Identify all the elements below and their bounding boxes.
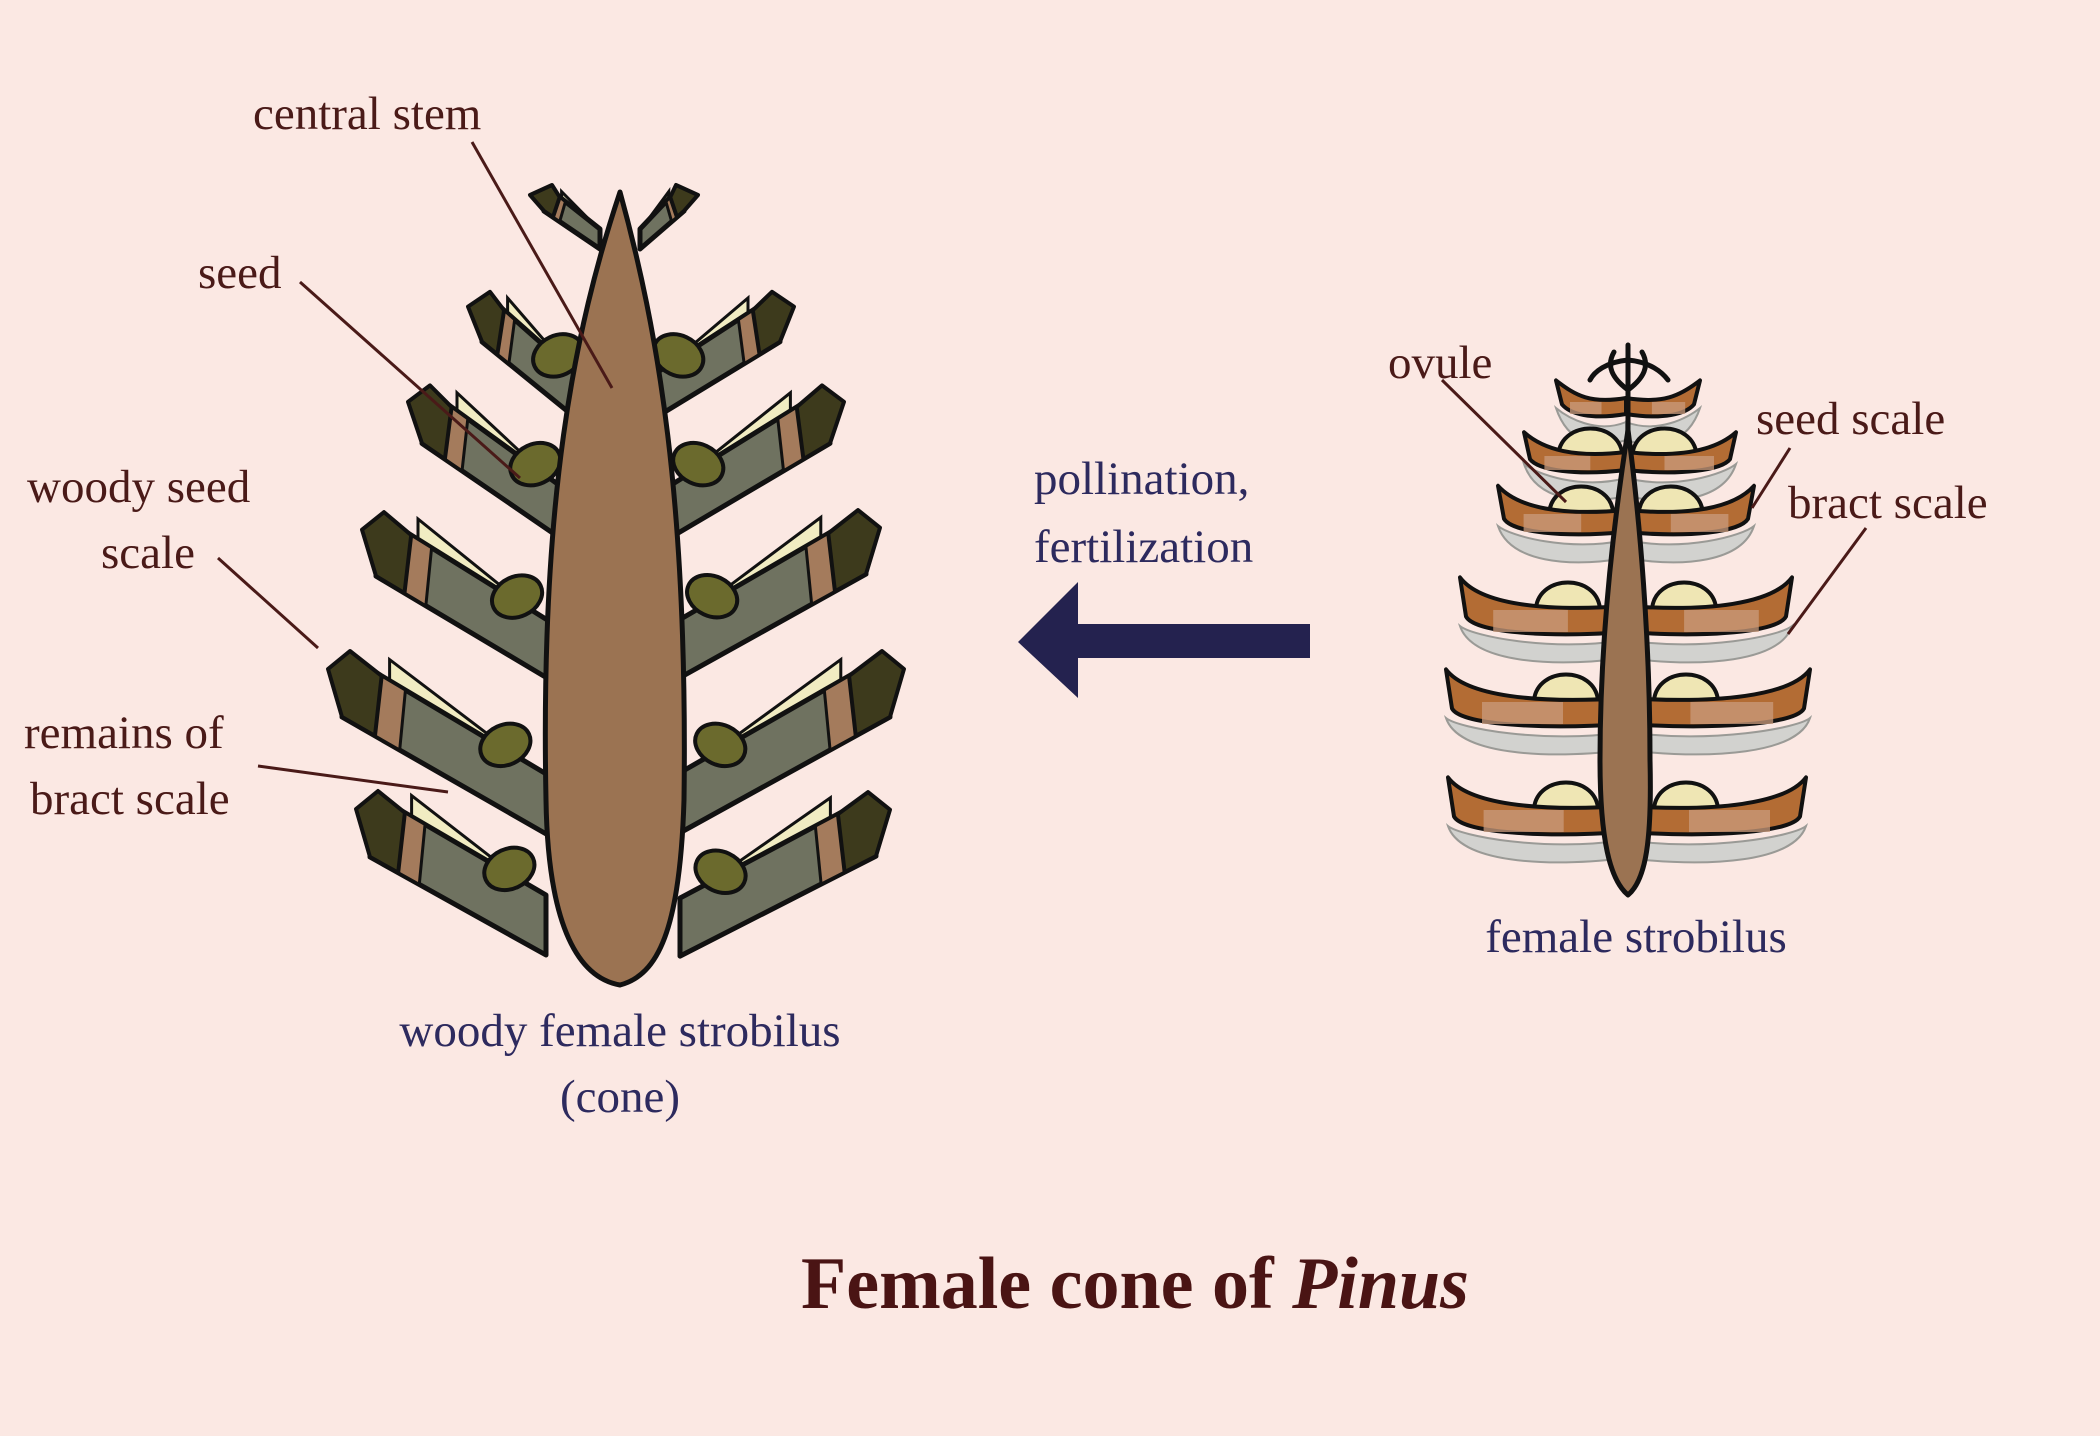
bract-scale (1443, 714, 1627, 756)
seed (693, 721, 748, 769)
label-woody-seed-scale-line2: scale (101, 527, 195, 579)
seed-scale (1444, 667, 1628, 729)
bract-scale (1457, 622, 1627, 664)
woody-seed-scale (360, 510, 557, 685)
woody-seed-scale (661, 383, 846, 544)
bract-scale (1625, 822, 1809, 864)
label-fertilization: fertilization (1034, 521, 1253, 573)
seed-scale (1624, 667, 1812, 729)
bract-scale (1625, 622, 1795, 664)
ovule (1649, 580, 1719, 610)
leader-woody-seed-scale (216, 556, 320, 650)
label-pollination: pollination, (1034, 453, 1249, 505)
bract-scale (1625, 522, 1757, 564)
woody-seed-scale (326, 649, 551, 838)
label-ovule: ovule (1388, 337, 1492, 389)
ovule (1546, 484, 1616, 514)
caption-female-strobilus: female strobilus (1485, 911, 1787, 963)
seed (685, 572, 740, 620)
woody-seed-scale (649, 289, 796, 423)
left-arrow-icon (1018, 582, 1310, 698)
leader-seed (299, 280, 521, 480)
woody-cone-scales (326, 183, 906, 959)
bract-scale (1495, 522, 1627, 564)
leader-bract-scale (1786, 527, 1868, 635)
label-central-stem: central stem (253, 88, 481, 140)
ovule (1531, 672, 1601, 702)
label-seed: seed (198, 247, 282, 299)
seed-scale (1624, 775, 1808, 837)
cone-leader-lines (216, 141, 614, 794)
leader-central-stem (470, 141, 614, 389)
label-seed-scale: seed scale (1756, 393, 1945, 445)
ovule (1556, 426, 1625, 456)
seed-scale (1624, 426, 1738, 475)
woody-seed-scale (406, 383, 568, 544)
central-stem (542, 189, 687, 988)
diagram-title: Female cone of Pinus (801, 1243, 1469, 1325)
caption-woody-strobilus: woody female strobilus (399, 1005, 840, 1057)
ovule (1533, 580, 1603, 610)
seed (478, 721, 533, 769)
ovule (1531, 780, 1601, 810)
seed-scale (1554, 378, 1628, 419)
woody-seed-scale (637, 183, 700, 252)
seed (482, 845, 537, 893)
caption-cone: (cone) (560, 1071, 680, 1123)
seed-scale (1624, 483, 1756, 537)
leader-seed-scale (1750, 447, 1792, 509)
label-remains-bract-line1: remains of (24, 707, 224, 759)
leader-remains-bract-scale (257, 764, 449, 794)
seed-scale (1624, 378, 1702, 419)
label-bract-scale: bract scale (1788, 477, 1988, 529)
seed (671, 440, 726, 488)
seed-scale (1624, 575, 1794, 637)
bract-scale (1445, 822, 1627, 864)
label-remains-bract-line2: bract scale (30, 773, 230, 825)
ovule (1651, 780, 1721, 810)
label-woody-seed-scale-line1: woody seed (27, 461, 250, 513)
seed-scale (1458, 575, 1628, 637)
title-main: Female cone of (801, 1243, 1292, 1325)
woody-seed-scale (673, 649, 906, 838)
seed (693, 848, 748, 895)
woody-seed-scale (677, 790, 892, 959)
strobilus-tip (1587, 342, 1671, 443)
seed-scale (1496, 483, 1628, 537)
seed-scale (1446, 775, 1628, 837)
strobilus-leader-lines (1440, 378, 1868, 635)
woody-seed-scale (528, 183, 603, 252)
woody-seed-scale (669, 508, 882, 685)
seed (490, 573, 545, 620)
seed-scales (1444, 378, 1812, 837)
title-genus: Pinus (1291, 1243, 1469, 1325)
strobilus-axis (1597, 427, 1653, 898)
bract-scale (1625, 714, 1813, 756)
woody-seed-scale (354, 789, 549, 958)
seed-scale (1522, 426, 1628, 475)
ovule (1651, 672, 1721, 702)
leader-ovule (1440, 378, 1568, 504)
